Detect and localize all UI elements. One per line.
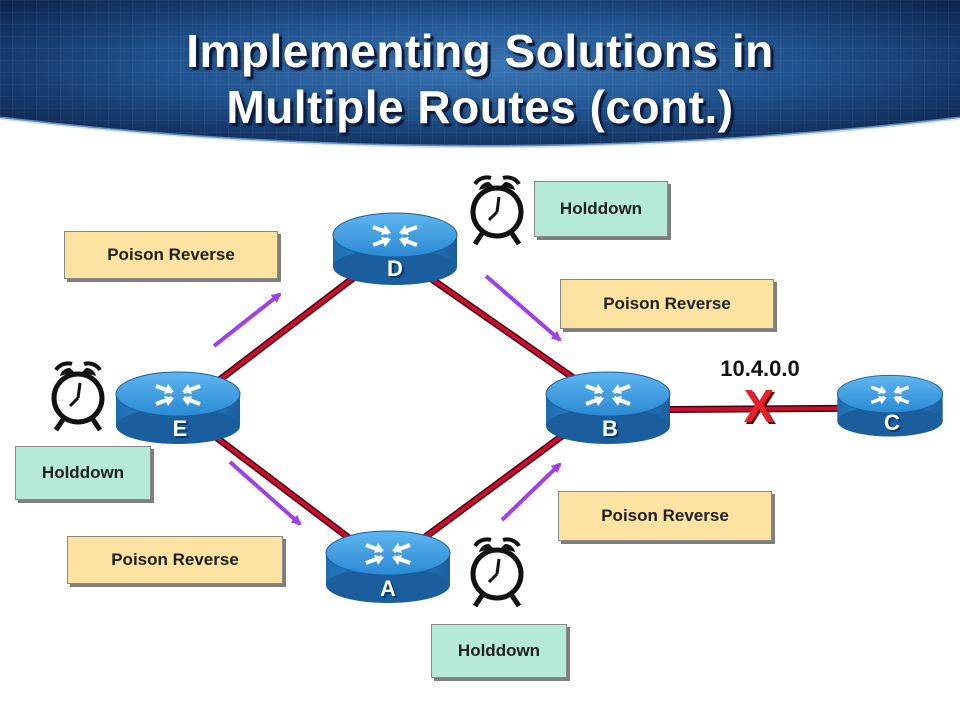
alarm-clock-icon xyxy=(54,363,102,430)
alarm-clock-icon xyxy=(473,539,521,606)
router-e-label: E xyxy=(172,416,188,441)
router-c-label: C xyxy=(884,410,900,435)
slide-title-line-1: Implementing Solutions in xyxy=(186,25,774,77)
network-address: 10.4.0.0 xyxy=(720,356,800,381)
header-background xyxy=(0,0,960,148)
router-a xyxy=(325,530,451,603)
router-d xyxy=(332,212,458,285)
link-failure-mark: X xyxy=(743,380,775,432)
router-d-label: D xyxy=(387,256,403,281)
arrow-icon xyxy=(212,292,282,348)
poison-reverse-box-top-left: Poison Reverse xyxy=(64,231,278,279)
update-arrows xyxy=(212,274,562,526)
arrow-icon xyxy=(484,274,562,342)
alarm-clock-icon xyxy=(473,177,521,244)
poison-reverse-box-top-right: Poison Reverse xyxy=(560,279,774,329)
router-b xyxy=(545,371,671,444)
router-c xyxy=(836,374,944,437)
arrow-icon xyxy=(228,460,302,526)
holddown-box-bottom: Holddown xyxy=(431,624,567,678)
router-e xyxy=(115,371,241,444)
poison-reverse-box-bottom-right: Poison Reverse xyxy=(558,491,772,541)
slide-header: Implementing Solutions in Multiple Route… xyxy=(0,0,960,160)
poison-reverse-box-bottom-left: Poison Reverse xyxy=(67,536,283,584)
router-b-label: B xyxy=(602,416,618,441)
holddown-box-left: Holddown xyxy=(15,446,151,500)
slide-title-line-2: Multiple Routes (cont.) xyxy=(226,81,734,133)
router-a-label: A xyxy=(380,576,396,601)
arrow-icon xyxy=(500,462,562,522)
holddown-box-top: Holddown xyxy=(534,181,668,237)
